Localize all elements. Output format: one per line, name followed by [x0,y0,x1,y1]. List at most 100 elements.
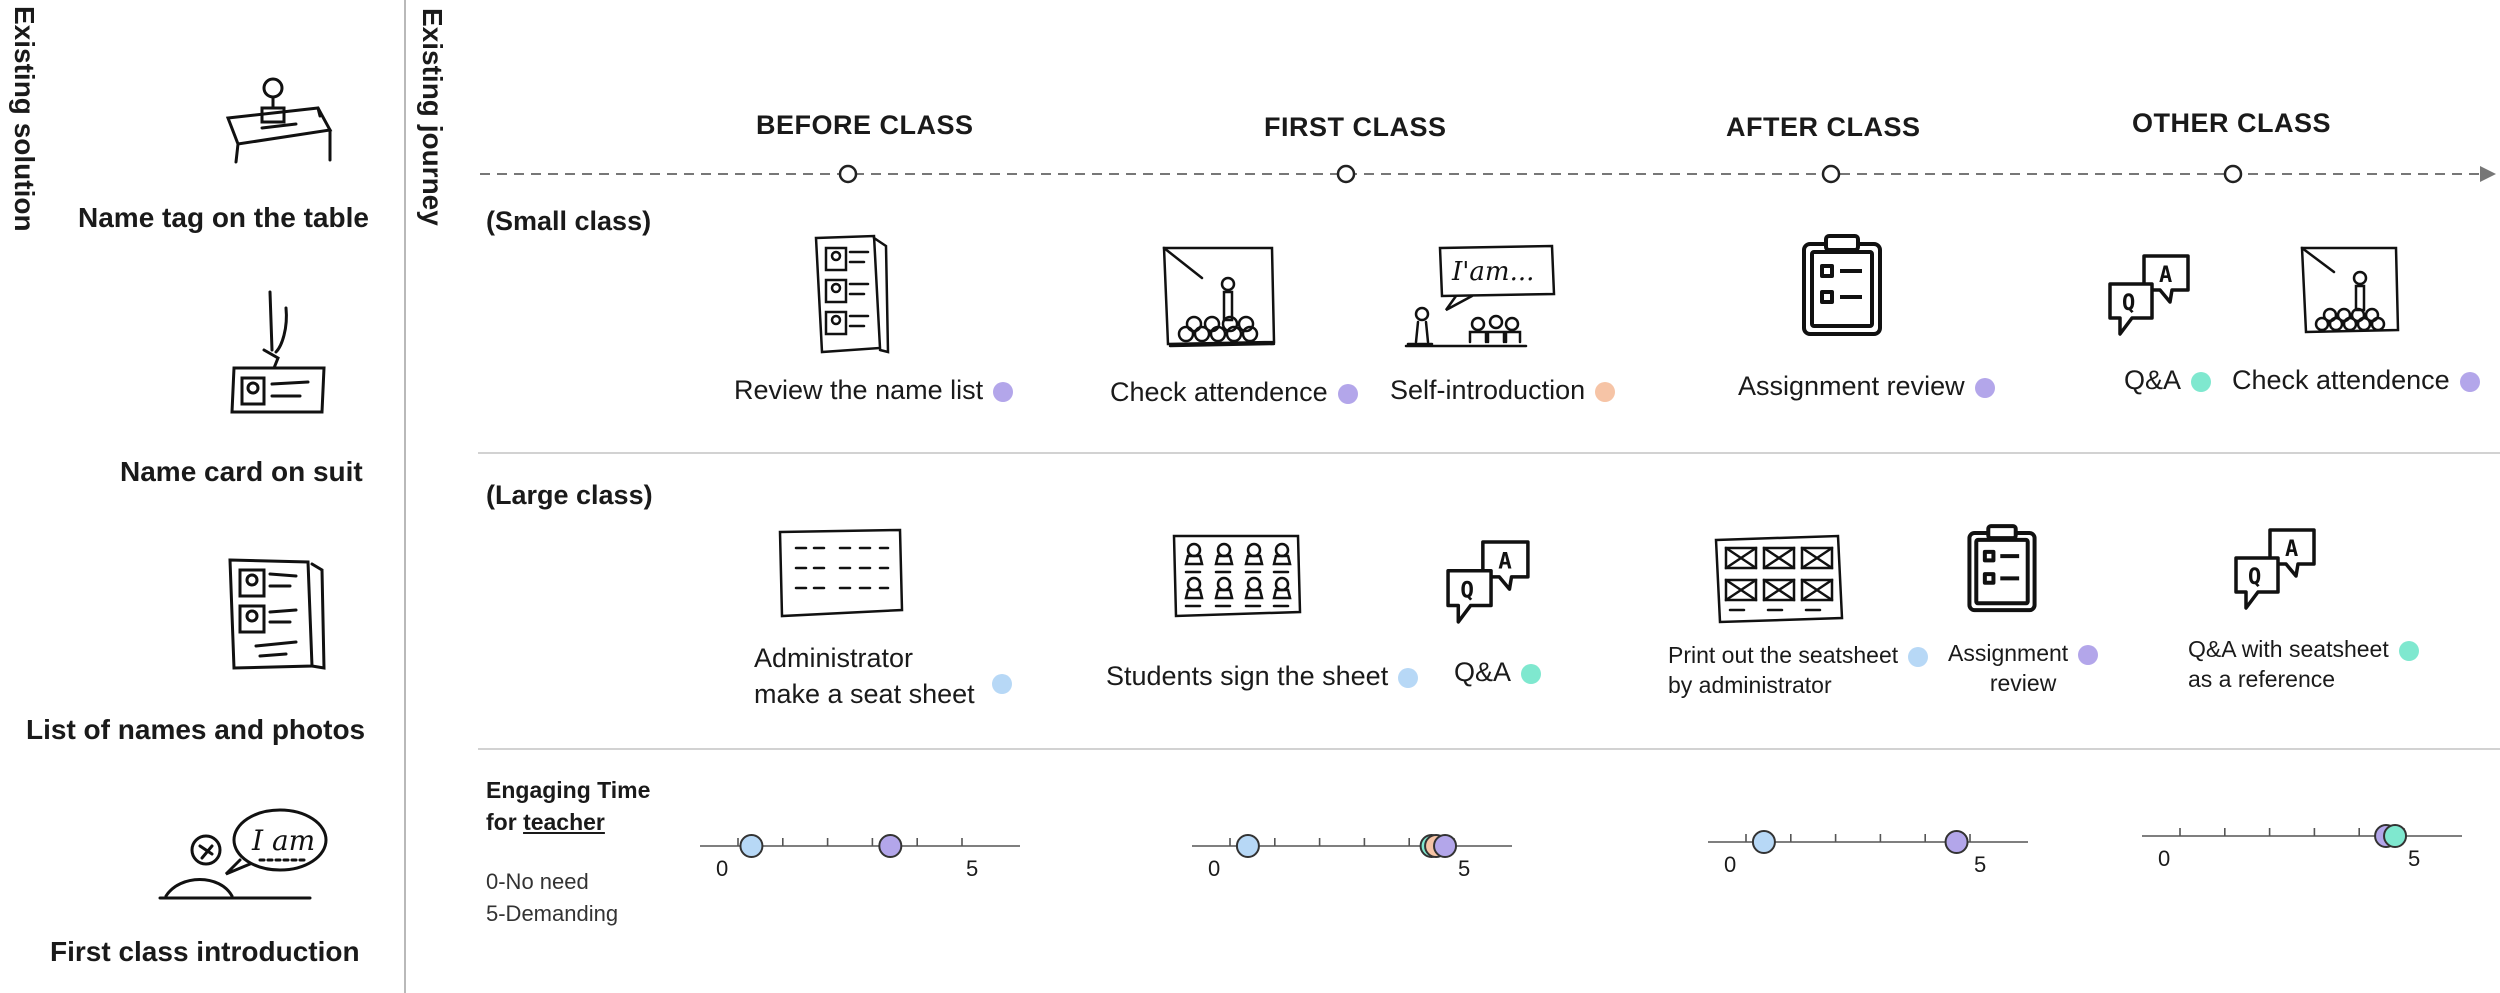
scale-point [1944,830,1969,854]
activity-text: Q&A with seatsheet [2188,636,2389,662]
legend-dot-green [1521,663,1542,684]
activity-review-name-list: Review the name list [734,372,1014,408]
activity-print-seatsheet: Print out the seatsheet by administrator [1668,640,1929,700]
timeline-node-after [1821,164,1841,184]
legend-dot-green [2191,371,2212,392]
activity-text: Print out the seatsheet [1668,642,1899,668]
svg-text:I'am...: I'am... [1451,257,1534,287]
activity-text-line2: as a reference [2188,666,2336,692]
scale-max-label: 5 [2408,846,2421,871]
engaging-scale-2 [1192,834,1512,858]
activity-text-line2: by administrator [1668,672,1832,698]
svg-text:Q: Q [2122,291,2135,316]
activity-assignment-review: Assignment review [1738,368,1995,404]
legend-dot-purple [1337,383,1358,404]
scale-min-label: 0 [1724,852,1737,877]
stage-other-class: OTHER CLASS [2132,108,2332,138]
activity-text: Q&A [1454,657,1512,687]
clipboard-icon [1966,524,2038,614]
scale-max-label: 5 [966,856,979,881]
stage-after-class: AFTER CLASS [1726,112,1921,142]
first-class-intro-sketch-icon: I am [160,804,340,914]
stage-first-class: FIRST CLASS [1264,112,1447,142]
scale-max-text: 5-Demanding [486,901,619,926]
activity-assignment-review-large: Assignment review [1948,638,2099,698]
svg-text:A: A [2159,263,2172,288]
scale-point [739,834,764,858]
engaging-scale-legend: 0-No need 5-Demanding [486,866,618,930]
activity-qa-large: Q&A [1454,654,1542,690]
legend-dot-orange [1595,381,1616,402]
row-divider-2 [478,748,2500,750]
timeline-node-first [1336,164,1356,184]
legend-dot-purple [2078,644,2099,665]
signed-seat-sheet-sketch-icon [1170,532,1304,620]
name-tag-table-sketch-icon [218,70,338,170]
activity-self-introduction: Self-introduction [1390,372,1616,408]
engaging-scale-4 [2142,824,2462,848]
svg-text:A: A [1498,549,1512,575]
name-list-sketch-icon [812,234,892,358]
timeline [480,164,2496,184]
name-photo-list-sketch-icon [226,556,326,676]
printed-seat-sheet-sketch-icon [1712,534,1846,626]
scale-point [1235,834,1260,858]
activity-text: Self-introduction [1390,375,1586,405]
activity-text-line1: Print out the seatsheet [1668,640,1929,670]
qa-bubble-icon: A Q [1446,540,1532,626]
scale-max-label: 5 [1458,856,1471,881]
qa-bubble-icon: A Q [2234,528,2318,612]
solution-label-name-list: List of names and photos [26,714,366,745]
legend-dot-purple [993,381,1014,402]
engaging-time-title: Engaging Time for teacher [486,774,650,838]
svg-text:Q: Q [2248,565,2261,590]
scale-min-label: 0 [716,856,729,881]
engaging-title-teacher: teacher [523,809,605,835]
engaging-title-line2: for teacher [486,806,650,838]
clipboard-icon [1800,234,1884,338]
qa-bubble-icon: A Q [2108,254,2192,338]
self-intro-sketch-icon: I'am... [1402,242,1562,352]
engaging-title-line1: Engaging Time [486,777,651,803]
engaging-scale-3 [1708,830,2028,854]
scale-point [2383,824,2408,848]
scale-point [1751,830,1776,854]
activity-text: Students sign the sheet [1106,661,1389,691]
scale-min-label: 0 [1208,856,1221,881]
legend-dot-green [2398,640,2419,661]
activity-text-line1: Assignment [1948,638,2099,668]
seat-sheet-sketch-icon [776,528,906,620]
svg-text:A: A [2285,537,2298,562]
activity-text: Q&A [2124,365,2182,395]
sidebar-divider [404,0,406,993]
existing-solution-title: Existing solution [9,6,40,232]
scale-min-text: 0-No need [486,869,589,894]
activity-check-attendence-small: Check attendence [1110,374,1358,410]
timeline-node-before [838,164,858,184]
row-label-large-class: (Large class) [486,480,653,510]
engaging-scale-1 [700,834,1020,858]
engaging-title-prefix: for [486,809,524,835]
scale-point [878,834,903,858]
legend-dot-blue [992,674,1012,694]
svg-text:I am: I am [251,824,315,857]
classroom-attendance-sketch-icon [1160,244,1280,354]
legend-dot-purple [2459,371,2480,392]
scale-point [1433,834,1458,858]
activity-check-attendence-other: Check attendence [2232,362,2480,398]
activity-text: Review the name list [734,375,984,405]
row-label-small-class: (Small class) [486,206,652,236]
activity-administrator-seat-sheet: Administrator make a seat sheet [754,640,975,712]
activity-text-line2: review [1989,670,2057,696]
solution-label-name-tag: Name tag on the table [78,202,369,233]
activity-text: Assignment review [1738,371,1965,401]
scale-min-label: 0 [2158,846,2171,871]
legend-dot-blue [1908,646,1929,667]
svg-text:Q: Q [1460,577,1474,603]
scale-max-label: 5 [1974,852,1987,877]
solution-label-first-class: First class introduction [50,936,360,967]
stage-before-class: BEFORE CLASS [756,110,974,140]
activity-text: make a seat sheet [754,679,975,709]
activity-qa-seatsheet: Q&A with seatsheet as a reference [2188,634,2419,694]
solution-label-name-card: Name card on suit [120,456,363,487]
